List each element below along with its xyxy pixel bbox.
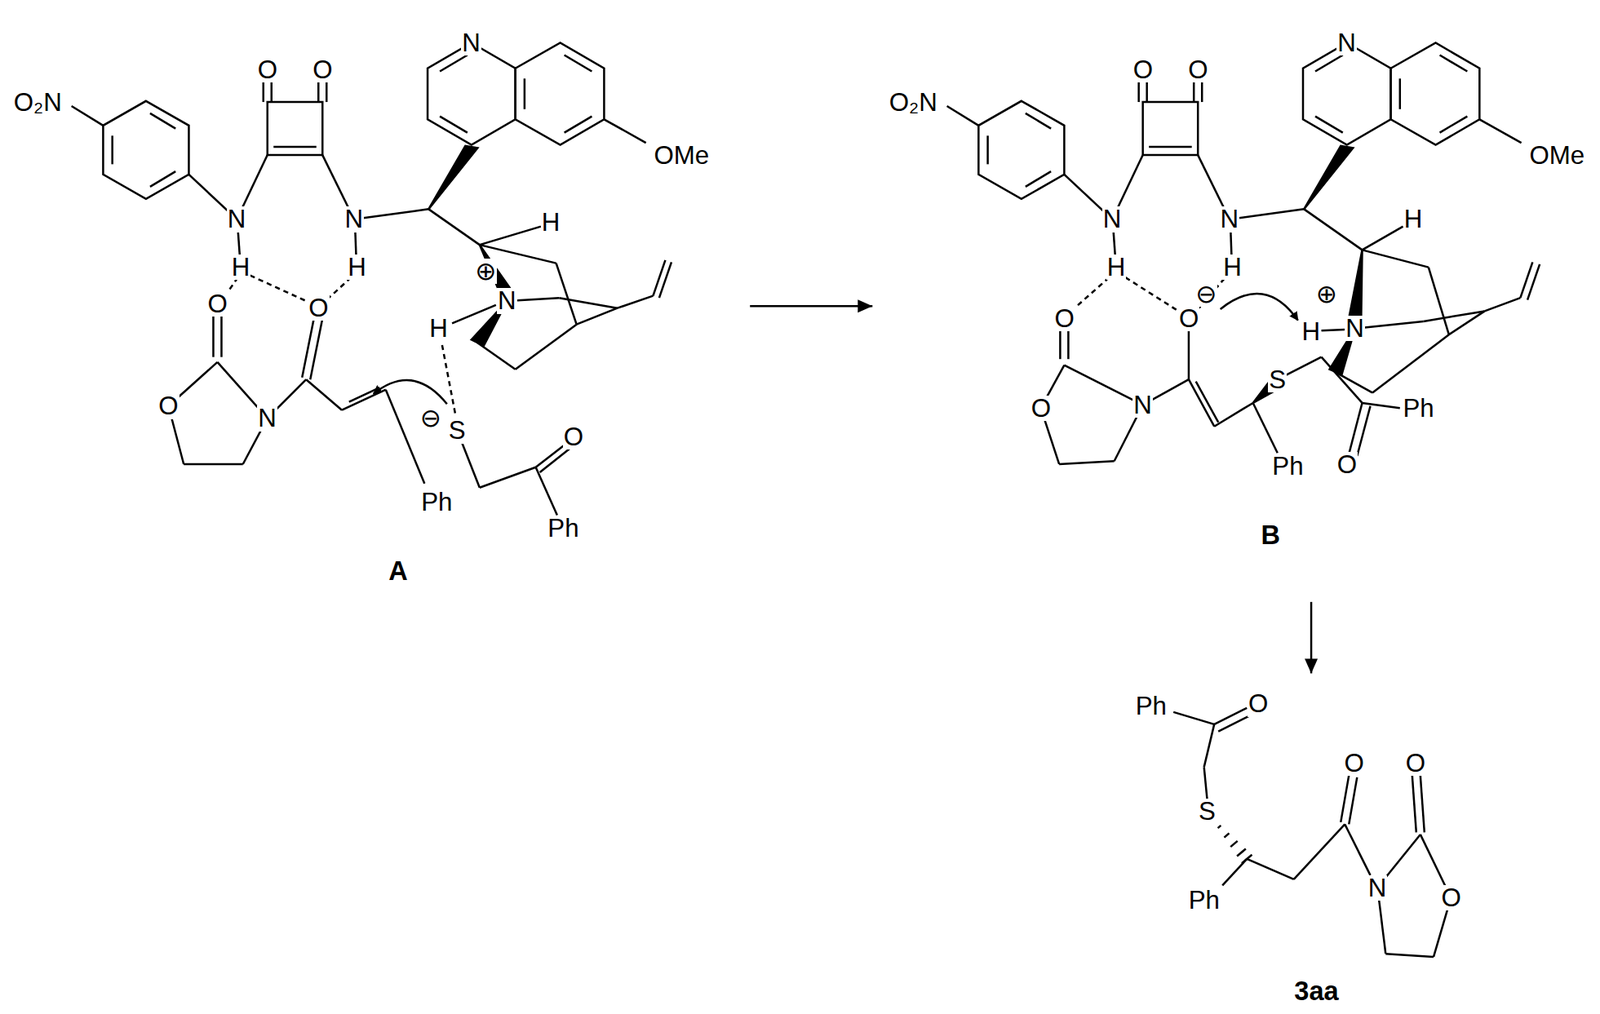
atom-label: H — [1222, 254, 1243, 280]
atom-label: O — [1343, 750, 1366, 776]
compound-label: B — [1259, 522, 1282, 550]
atom-label: OMe — [652, 142, 710, 169]
atom-label: O — [1053, 305, 1075, 332]
atom-label: N — [1367, 875, 1388, 901]
atom-label: N — [1102, 206, 1123, 232]
atom-label: H — [1403, 206, 1424, 232]
atom-label: O — [206, 291, 228, 317]
atom-label: N — [343, 206, 364, 232]
atom-label: O — [307, 295, 329, 321]
atom-label: O — [1030, 395, 1052, 422]
atom-label: O₂N — [888, 89, 939, 116]
atom-label: N — [1344, 315, 1366, 342]
atom-label: O — [1440, 885, 1462, 911]
atom-label: N — [460, 30, 482, 56]
atom-label: N — [496, 288, 518, 314]
atom-label: N — [1336, 30, 1357, 56]
atom-label: Ph — [1401, 395, 1435, 422]
compound-label: A — [386, 558, 409, 586]
atom-label: Ph — [1134, 693, 1168, 719]
atom-label: ⊖ — [419, 405, 443, 431]
atom-label: O — [1336, 452, 1358, 478]
atom-label: O — [562, 424, 585, 450]
atom-label: H — [428, 315, 449, 342]
compound-label: 3aa — [1292, 978, 1340, 1006]
atom-label: O — [1247, 691, 1269, 717]
atom-label: N — [226, 206, 248, 232]
atom-label: O — [311, 57, 333, 83]
atom-label: Ph — [1187, 887, 1221, 914]
atom-label: ⊕ — [474, 258, 497, 284]
atom-label: O — [157, 393, 179, 419]
atom-label: N — [257, 405, 278, 431]
atom-label: H — [540, 209, 562, 235]
atom-label: O — [1178, 305, 1200, 332]
arrow-head — [1304, 658, 1318, 674]
atom-label: S — [1197, 798, 1217, 825]
atom-label: H — [1301, 319, 1322, 345]
atom-label: H — [1106, 254, 1127, 280]
atom-label: O — [1132, 57, 1154, 83]
atom-label: N — [1219, 206, 1241, 232]
atom-label: OMe — [1528, 142, 1586, 169]
compound-group: B — [872, 15, 1592, 603]
atom-label: Ph — [546, 515, 580, 541]
atom-label: O — [257, 57, 279, 83]
atom-label: S — [447, 417, 467, 444]
atom-label: Ph — [420, 489, 453, 515]
compound-group: A — [4, 15, 750, 598]
atom-label: ⊕ — [1315, 281, 1339, 307]
atom-label: ⊖ — [1194, 281, 1218, 307]
arrow-head — [857, 299, 873, 313]
atom-label: O — [1187, 57, 1209, 83]
atom-label: H — [346, 254, 368, 280]
compound-group: 3aa — [1112, 673, 1511, 1011]
atom-label: O₂N — [13, 89, 63, 116]
reaction-arrow — [749, 305, 873, 308]
atom-label: Ph — [1271, 453, 1304, 479]
atom-label: O — [1404, 750, 1427, 776]
atom-label: S — [1267, 367, 1287, 393]
atom-label: H — [230, 254, 252, 280]
atom-label: N — [1132, 392, 1153, 418]
